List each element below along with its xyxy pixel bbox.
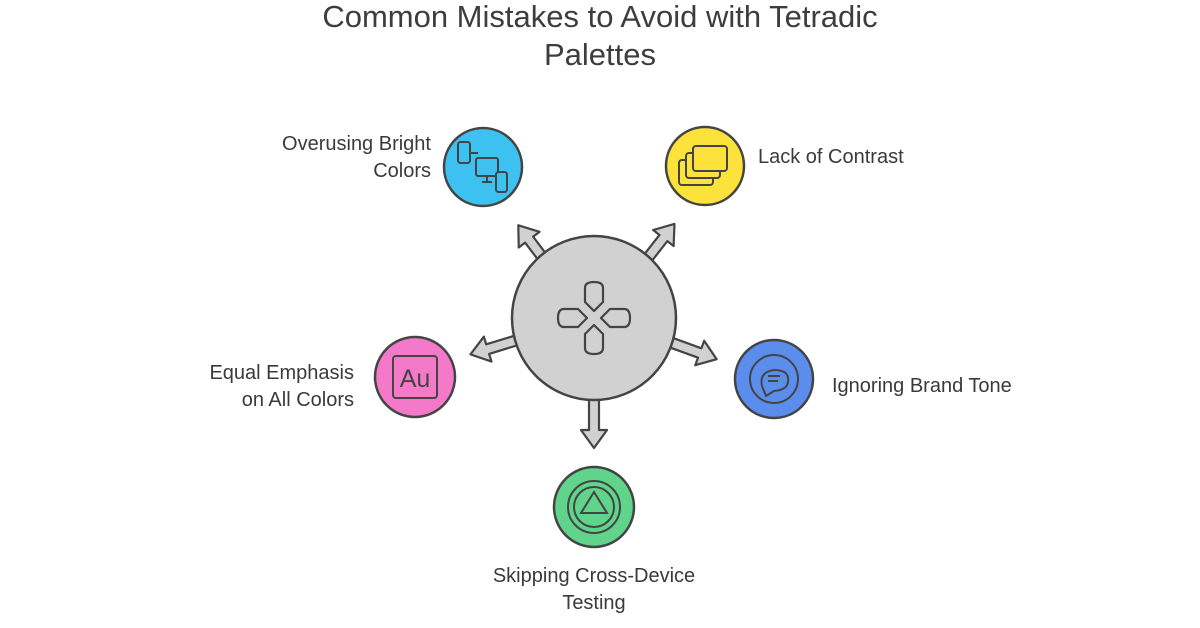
label-contrast: Lack of Contrast bbox=[758, 144, 904, 171]
label-overusing: Overusing Bright Colors bbox=[282, 131, 431, 185]
node-contrast bbox=[664, 125, 746, 207]
triangle-target-icon bbox=[567, 480, 621, 534]
arrow-to-testing bbox=[579, 392, 609, 450]
label-testing-line-1: Skipping Cross-Device bbox=[492, 565, 696, 587]
label-emphasis-line-2: on All Colors bbox=[241, 389, 354, 411]
label-overusing-line-2: Colors bbox=[373, 160, 431, 182]
au-icon-text: Au bbox=[400, 365, 431, 393]
node-testing bbox=[552, 465, 636, 549]
devices-icon bbox=[457, 141, 508, 193]
dpad-icon bbox=[556, 280, 632, 356]
layers-icon bbox=[678, 145, 728, 186]
label-brand-line-1: Ignoring Brand Tone bbox=[832, 375, 1012, 397]
node-overusing bbox=[442, 126, 524, 208]
hub-circle bbox=[510, 234, 678, 402]
diagram-title: Common Mistakes to Avoid with Tetradic P… bbox=[0, 0, 1200, 74]
title-line-1: Common Mistakes to Avoid with Tetradic bbox=[322, 0, 878, 34]
node-circle-testing bbox=[552, 465, 636, 549]
label-overusing-line-1: Overusing Bright bbox=[282, 133, 431, 155]
node-circle-overusing bbox=[442, 126, 524, 208]
label-testing-line-2: Testing bbox=[562, 592, 626, 614]
arrow-to-brand bbox=[661, 334, 718, 367]
node-emphasis: Au bbox=[373, 335, 457, 419]
label-testing: Skipping Cross-Device Testing bbox=[444, 563, 744, 617]
label-contrast-line-1: Lack of Contrast bbox=[758, 146, 904, 168]
label-brand: Ignoring Brand Tone bbox=[832, 373, 1012, 400]
node-circle-brand bbox=[733, 338, 815, 420]
speech-bubble-icon bbox=[749, 354, 799, 404]
node-brand bbox=[733, 338, 815, 420]
label-emphasis-line-1: Equal Emphasis bbox=[209, 362, 354, 384]
au-icon: Au bbox=[392, 355, 438, 399]
connector-arrows bbox=[469, 222, 718, 450]
title-line-2: Palettes bbox=[543, 37, 656, 72]
label-emphasis: Equal Emphasis on All Colors bbox=[209, 360, 354, 414]
arrow-to-emphasis bbox=[469, 332, 526, 363]
hub bbox=[510, 234, 678, 402]
